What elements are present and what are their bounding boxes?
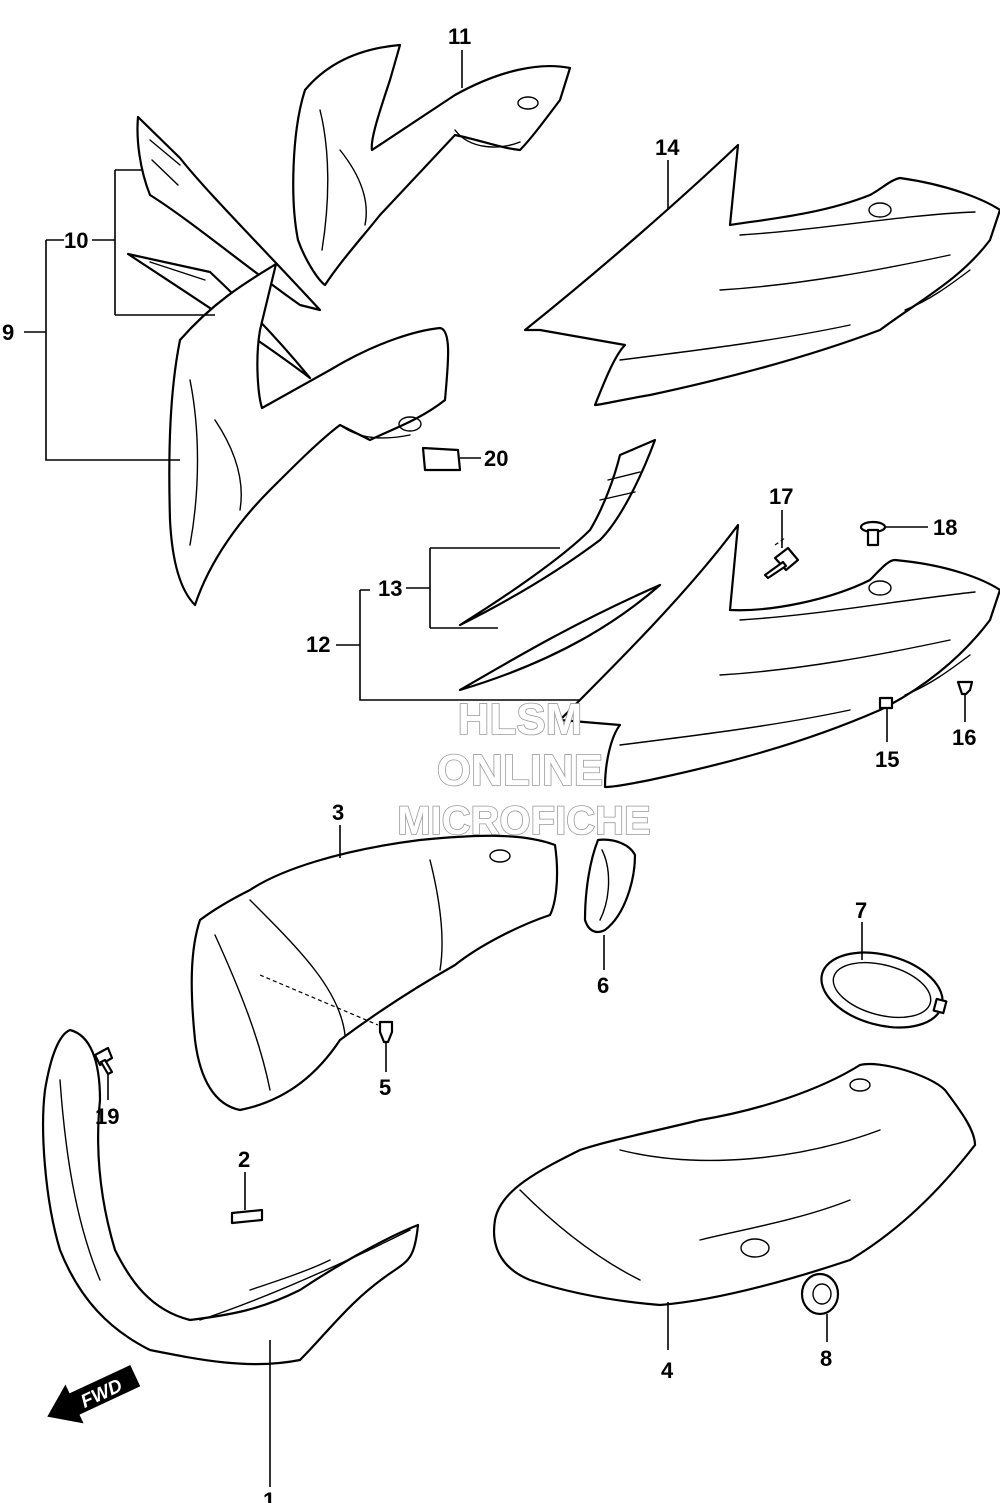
part-20-label: [421, 446, 462, 472]
part-13-decal: [458, 438, 662, 692]
callout-19: 19: [95, 1104, 119, 1129]
alignment-line: [259, 974, 379, 1026]
callout-9: 9: [2, 320, 14, 345]
part-6-seal: [583, 838, 637, 934]
part-8-grommet: [800, 1272, 840, 1316]
callout-12: 12: [306, 632, 330, 657]
part-14-rear-cover-upper: [523, 143, 1000, 407]
callout-15: 15: [875, 747, 899, 772]
part-1-front-cowl: [42, 1028, 420, 1366]
part-5-clip: [378, 1020, 394, 1044]
part-11-side-cowl-upper: [292, 43, 572, 287]
part-17-screw: [763, 546, 800, 580]
part-18-rivet: [859, 520, 887, 547]
callout-6: 6: [597, 973, 609, 998]
part-3-air-duct: [190, 834, 559, 1112]
leader-lines: [24, 50, 966, 1487]
callout-3: 3: [332, 800, 344, 825]
part-4-air-duct: [492, 1062, 977, 1307]
watermark-line-3: MICROFICHE: [397, 799, 650, 843]
callout-11: 11: [448, 24, 471, 49]
part-12-rear-cover-lower: [558, 523, 1000, 789]
callout-10: 10: [64, 228, 88, 253]
part-19-screw: [93, 1046, 114, 1076]
part-9-side-cowl-assembly: [168, 262, 450, 607]
callout-13: 13: [378, 576, 402, 601]
callout-4: 4: [661, 1358, 674, 1383]
callout-7: 7: [855, 898, 867, 923]
part-7-ring-seal: [820, 951, 948, 1029]
callout-20: 20: [484, 446, 508, 471]
callout-16: 16: [952, 725, 976, 750]
part-2-label: [230, 1208, 264, 1225]
callout-17: 17: [769, 484, 793, 509]
alignment-line: [774, 537, 786, 546]
part-16-clip: [956, 680, 974, 696]
callout-5: 5: [379, 1075, 391, 1100]
callout-1: 1: [263, 1488, 275, 1503]
callout-2: 2: [238, 1147, 250, 1172]
fwd-direction-arrow: FWD: [47, 1365, 141, 1424]
callout-18: 18: [933, 515, 957, 540]
watermark-line-1: HLSM: [458, 695, 583, 744]
fwd-arrow-icon: [47, 1365, 141, 1424]
watermark: HLSM ONLINE MICROFICHE: [397, 694, 652, 844]
part-15-fastener: [878, 696, 894, 710]
callout-14: 14: [655, 135, 680, 160]
callout-labels: 9 10 11 14 20 17 18 13 12 15 16 3 7 6 5 …: [2, 24, 976, 1503]
callout-8: 8: [820, 1346, 832, 1371]
watermark-line-2: ONLINE: [437, 746, 603, 795]
